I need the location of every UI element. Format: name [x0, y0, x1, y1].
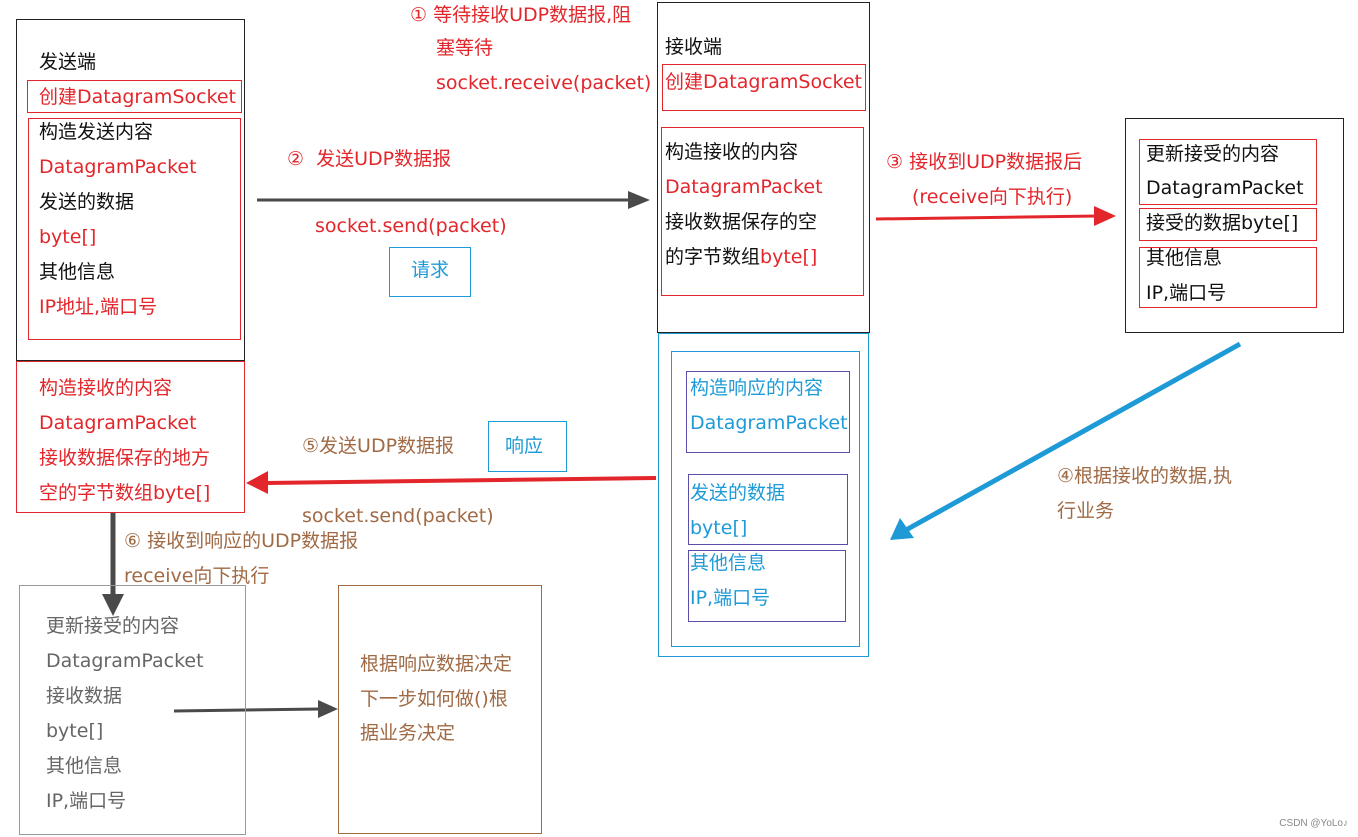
response-inner-box	[671, 351, 860, 647]
receiver-recv-packet-line-1: DatagramPacket	[665, 176, 823, 198]
step2-call: socket.send(packet)	[315, 215, 507, 237]
arrow-receive-update-head	[1094, 206, 1116, 226]
receiver-box	[657, 2, 870, 333]
sender-send-packet-line-3: byte[]	[39, 226, 97, 248]
decide-box	[338, 585, 542, 834]
step6-line-0: ⑥ 接收到响应的UDP数据报	[124, 530, 359, 552]
receiver-recv-packet-line-0: 构造接收的内容	[665, 141, 799, 163]
response-other-box	[688, 550, 846, 622]
decide-line-0: 根据响应数据决定	[360, 653, 513, 675]
sender-recv-packet-box	[16, 361, 245, 513]
client-update-line-5: IP,端口号	[46, 790, 127, 812]
arrow-send-request-head	[628, 191, 650, 209]
received-update-packet-line-0: 更新接受的内容	[1146, 143, 1280, 165]
sender-recv-packet-line-0: 构造接收的内容	[39, 377, 173, 399]
sender-recv-packet-line-2: 接收数据保存的地方	[39, 447, 211, 469]
response-label-box	[488, 421, 567, 472]
receiver-recv-packet-line-3-text: 的字节数组byte[]	[665, 246, 818, 268]
response-data-line-0: 发送的数据	[690, 482, 786, 504]
received-update-packet-box	[1139, 139, 1317, 205]
request-label: 请求	[411, 259, 450, 281]
sender-recv-packet-line-3: 空的字节数组byte[]	[39, 482, 211, 504]
arrow-decide-head	[318, 700, 338, 718]
step5-label: ⑤发送UDP数据报	[302, 435, 455, 457]
step2-label: ② 发送UDP数据报	[287, 148, 452, 170]
sender-recv-packet-line-1: DatagramPacket	[39, 412, 197, 434]
response-data-box	[688, 474, 848, 545]
sender-title: 发送端	[39, 51, 97, 73]
receiver-recv-packet-line-3: 的字节数组byte[]	[665, 240, 817, 275]
receiver-title: 接收端	[665, 36, 723, 58]
step3-line-1: (receive向下执行)	[912, 186, 1073, 208]
sender-box	[16, 19, 245, 361]
sender-send-packet-box	[28, 118, 241, 340]
received-update-packet-line-1: DatagramPacket	[1146, 177, 1304, 199]
arrow-receive-response-head	[102, 594, 124, 616]
step1-line-1: 塞等待	[436, 37, 494, 59]
response-data-line-1: byte[]	[690, 517, 748, 539]
step6-line-1: receive向下执行	[124, 565, 270, 587]
client-update-box	[19, 585, 246, 835]
arrow-send-response	[265, 476, 657, 485]
receiver-create-socket: 创建DatagramSocket	[665, 71, 862, 93]
client-update-line-1: DatagramPacket	[46, 650, 204, 672]
arrow-process-business-head	[890, 518, 914, 540]
step1-line-2: socket.receive(packet)	[436, 72, 652, 94]
received-update-data: 接受的数据byte[]	[1146, 212, 1299, 234]
step5-call: socket.send(packet)	[302, 505, 494, 527]
arrow-send-response-head	[246, 471, 268, 494]
sender-create-socket-box	[27, 80, 242, 113]
arrow-decide	[173, 707, 321, 713]
sender-send-packet-line-2: 发送的数据	[39, 191, 135, 213]
decide-line-2: 据业务决定	[360, 722, 456, 744]
response-other-line-0: 其他信息	[690, 552, 767, 574]
sender-send-packet-line-0: 构造发送内容	[39, 121, 154, 143]
received-update-other-line-1: IP,端口号	[1146, 282, 1227, 304]
received-update-box	[1125, 118, 1344, 333]
client-update-line-0: 更新接受的内容	[46, 615, 180, 637]
response-header-line-1: DatagramPacket	[690, 412, 848, 434]
arrow-receive-update	[875, 214, 1099, 221]
response-header-box	[686, 371, 850, 453]
received-update-other-box	[1139, 247, 1317, 308]
response-other-line-1: IP,端口号	[690, 587, 771, 609]
arrow-process-business	[904, 341, 1242, 533]
response-header-line-0: 构造响应的内容	[690, 377, 824, 399]
received-update-data-box	[1139, 208, 1317, 241]
sender-send-packet-line-1: DatagramPacket	[39, 156, 197, 178]
receiver-recv-packet-line-2: 接收数据保存的空	[665, 211, 818, 233]
sender-send-packet-line-4: 其他信息	[39, 261, 116, 283]
sender-create-socket: 创建DatagramSocket	[39, 86, 236, 108]
receiver-create-socket-box	[662, 64, 866, 111]
sender-send-packet-line-5: IP地址,端口号	[39, 296, 158, 318]
client-update-line-4: 其他信息	[46, 755, 123, 777]
step4-line-1: 行业务	[1057, 500, 1115, 522]
watermark: CSDN @YoLo♪	[1279, 818, 1348, 829]
response-outer-box	[658, 333, 869, 657]
request-box	[389, 247, 471, 297]
client-update-line-2: 接收数据	[46, 685, 123, 707]
response-label: 响应	[505, 435, 544, 457]
step1-line-0: ① 等待接收UDP数据报,阻	[410, 4, 632, 26]
step3-line-0: ③ 接收到UDP数据报后	[886, 151, 1083, 173]
receiver-recv-packet-box	[661, 127, 864, 296]
received-update-other-line-0: 其他信息	[1146, 247, 1223, 269]
receiver-recv-packet-byte-highlight: byte[]	[760, 246, 818, 268]
step4-line-0: ④根据接收的数据,执	[1057, 465, 1233, 487]
decide-line-1: 下一步如何做()根	[360, 688, 508, 710]
client-update-line-3: byte[]	[46, 720, 104, 742]
